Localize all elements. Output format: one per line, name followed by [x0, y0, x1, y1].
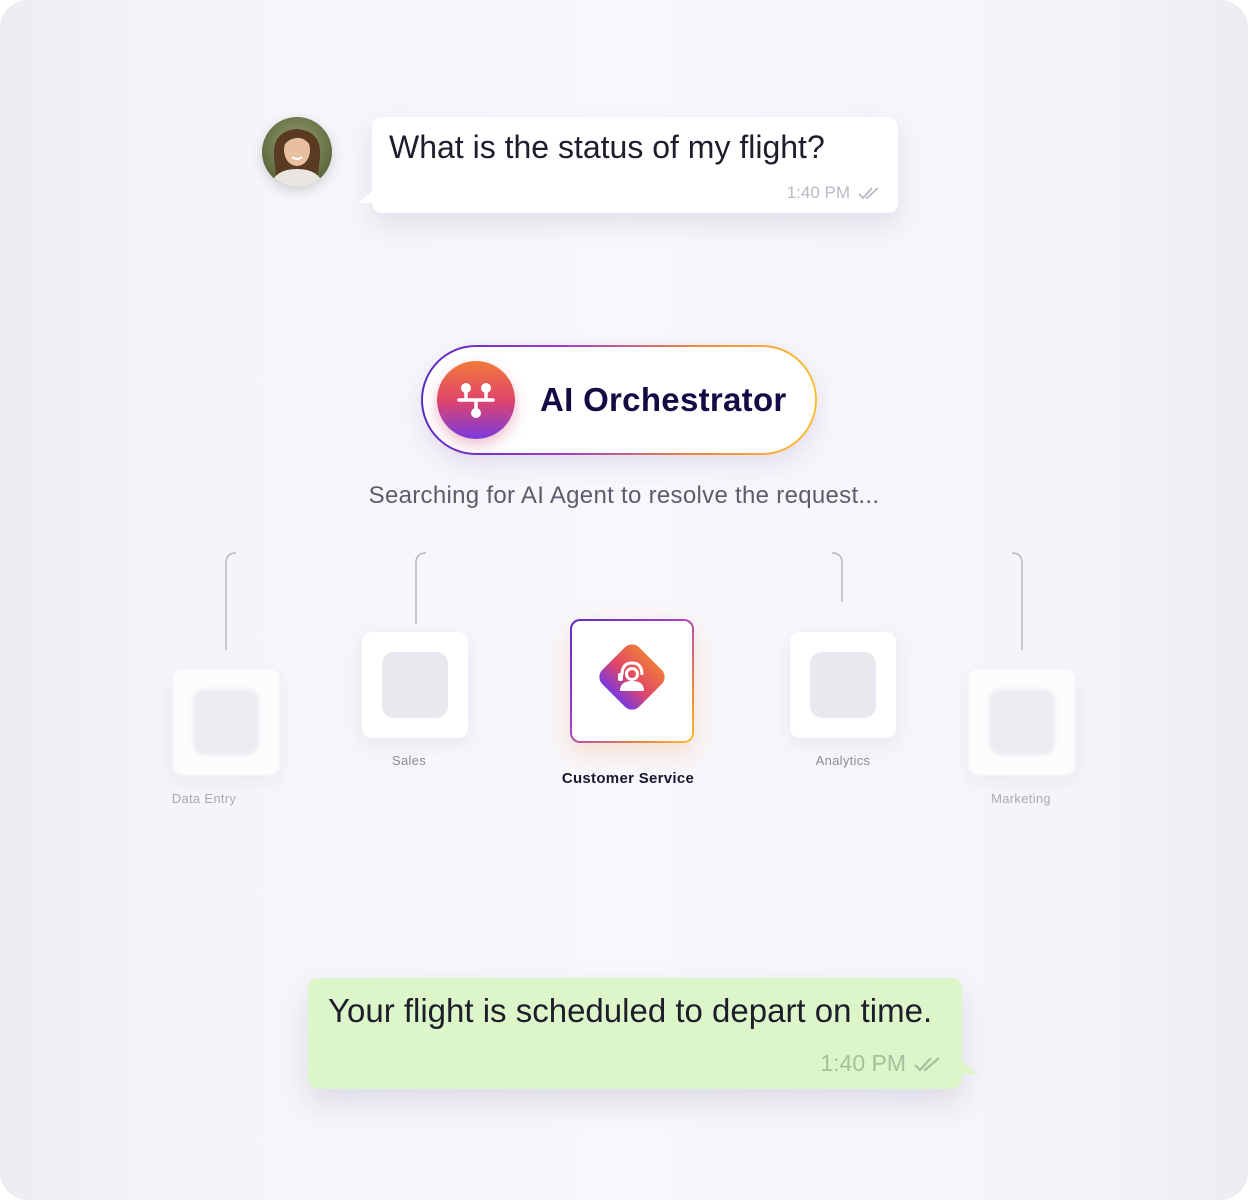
agent-label-data-entry: Data Entry	[171, 791, 237, 806]
agent-label-marketing: Marketing	[991, 791, 1051, 806]
headset-agent-icon	[599, 644, 665, 710]
connector-data-entry	[225, 552, 237, 650]
connector-marketing	[1011, 552, 1023, 650]
agent-placeholder-icon	[989, 689, 1055, 755]
user-message-bubble: What is the status of my flight? 1:40 PM	[358, 117, 898, 213]
agent-card-sales[interactable]	[362, 632, 468, 738]
agent-placeholder-icon	[193, 689, 259, 755]
ai-orchestrator-node: AI Orchestrator	[421, 345, 817, 455]
agent-card-marketing[interactable]	[969, 669, 1075, 775]
orchestrator-title: AI Orchestrator	[540, 381, 787, 418]
agent-card-data-entry[interactable]	[173, 669, 279, 775]
agent-placeholder-icon	[810, 652, 876, 718]
bot-message-text: Your flight is scheduled to depart on ti…	[328, 992, 933, 1029]
agent-label-sales: Sales	[391, 753, 427, 768]
bubble-tail	[960, 1060, 978, 1074]
bot-message-meta: 1:40 PM	[820, 1050, 944, 1077]
agent-placeholder-icon	[382, 652, 448, 718]
search-status-text: Searching for AI Agent to resolve the re…	[368, 482, 880, 509]
connector-sales	[415, 552, 427, 624]
network-hub-icon	[437, 361, 515, 439]
bot-response-bubble: Your flight is scheduled to depart on ti…	[308, 978, 978, 1089]
agent-label-customer-service: Customer Service	[561, 770, 695, 787]
user-message-meta: 1:40 PM	[787, 183, 882, 203]
double-check-icon	[858, 187, 879, 200]
bot-message-time: 1:40 PM	[820, 1050, 906, 1076]
bubble-tail	[358, 189, 374, 203]
user-message-text: What is the status of my flight?	[389, 129, 825, 165]
user-portrait-icon	[262, 117, 332, 187]
agent-card-analytics[interactable]	[790, 632, 896, 738]
connector-analytics	[831, 552, 843, 602]
double-check-icon	[914, 1056, 940, 1072]
agent-label-analytics: Analytics	[815, 753, 871, 768]
agent-card-customer-service[interactable]	[570, 619, 694, 743]
user-avatar	[262, 117, 332, 187]
user-message-time: 1:40 PM	[786, 183, 850, 202]
